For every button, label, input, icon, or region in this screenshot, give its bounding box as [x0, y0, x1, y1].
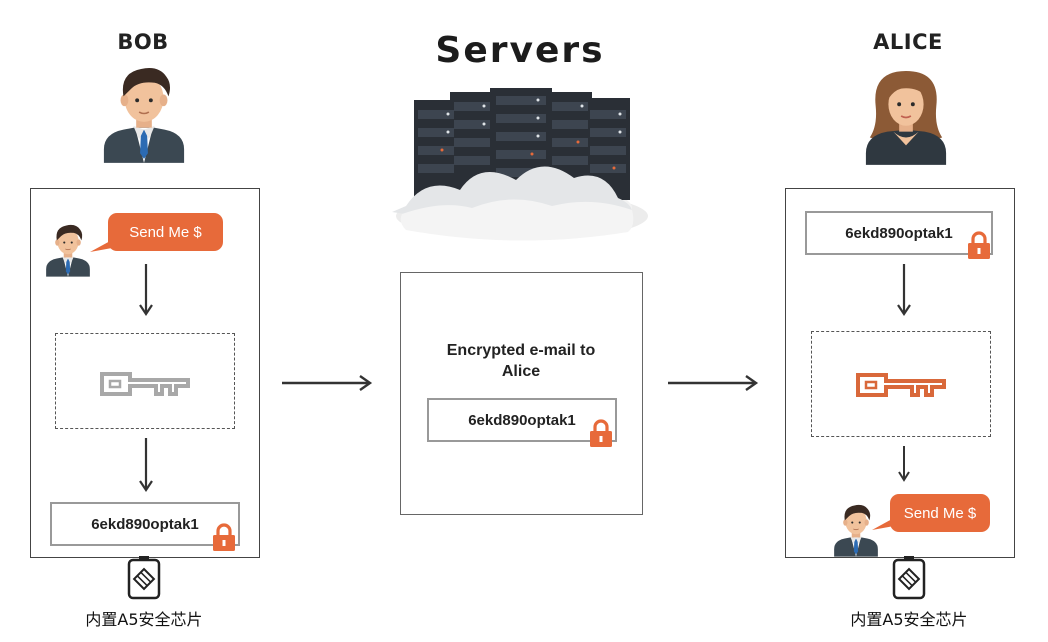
bob-ciphertext-box: 6ekd890optak1 [50, 502, 240, 546]
server-caption: Encrypted e-mail to Alice [446, 342, 596, 380]
bubble-tail [872, 518, 894, 530]
alice-key-box [811, 331, 991, 437]
man-avatar-icon [44, 222, 92, 278]
arrow-icon [139, 438, 153, 492]
bob-ciphertext: 6ekd890optak1 [91, 515, 199, 533]
alice-message-bubble: Send Me $ [890, 494, 990, 532]
arrow-icon [282, 375, 373, 391]
bob-chip-label: 内置A5安全芯片 [85, 610, 203, 629]
arrow-icon [897, 264, 911, 316]
arrow-icon [898, 446, 910, 482]
server-rack-icon [392, 88, 648, 241]
alice-title: ALICE [873, 30, 943, 54]
arrow-icon [668, 375, 759, 391]
bubble-tail [90, 240, 112, 252]
lock-icon [588, 418, 614, 448]
man-avatar-icon [100, 64, 188, 164]
alice-ciphertext-box: 6ekd890optak1 [805, 211, 993, 255]
key-icon [856, 373, 946, 397]
server-panel [400, 272, 643, 515]
alice-chip-label: 内置A5安全芯片 [850, 610, 968, 629]
chip-icon [892, 556, 926, 600]
alice-ciphertext: 6ekd890optak1 [845, 224, 953, 242]
arrow-icon [139, 264, 153, 316]
bob-message-text: Send Me $ [129, 223, 202, 241]
alice-message-text: Send Me $ [903, 504, 977, 522]
servers-title: Servers [435, 30, 605, 71]
key-icon [100, 372, 190, 396]
server-ciphertext: 6ekd890optak1 [468, 411, 576, 429]
woman-avatar-icon [862, 66, 950, 166]
lock-icon [211, 522, 237, 552]
lock-icon [966, 230, 992, 260]
bob-title: BOB [117, 30, 169, 54]
server-ciphertext-box: 6ekd890optak1 [427, 398, 617, 442]
bob-message-bubble: Send Me $ [108, 213, 223, 251]
chip-icon [127, 556, 161, 600]
